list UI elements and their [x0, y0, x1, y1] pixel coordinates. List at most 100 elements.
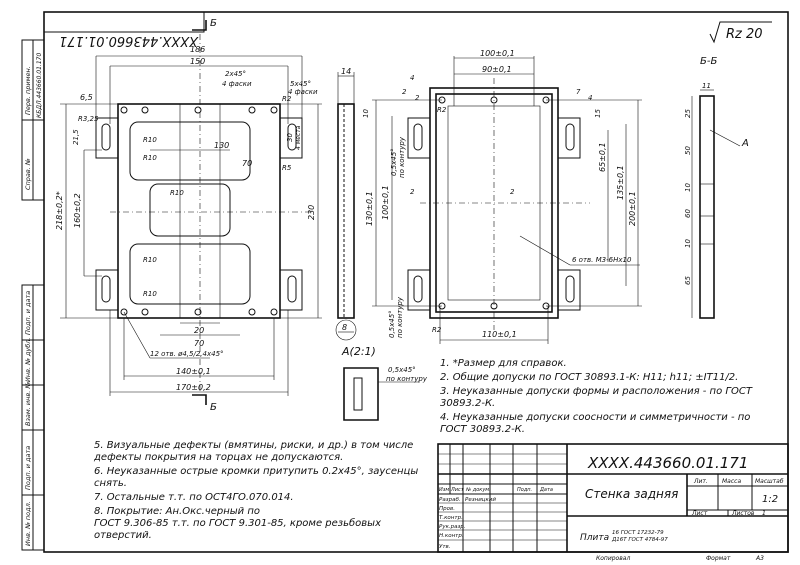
dim-r2: R2 [282, 95, 292, 103]
vzam-inv-label: Взам. инв. № [24, 382, 32, 426]
tb-h-data: Дата [539, 487, 553, 493]
dim-70: 70 [242, 159, 252, 168]
dim-r10-e: R10 [143, 290, 157, 298]
dim-chamfer-2x45: 2х45° [225, 70, 246, 78]
rear-dim-chamfer-a: 0,5х45° [390, 148, 398, 176]
sec-dim-11: 11 [702, 82, 711, 90]
note-2: 2. Общие допуски по ГОСТ 30893.1-К: Н11;… [440, 371, 738, 383]
detail-chamfer-note: по контуру [386, 375, 428, 383]
note-6b: снять. [94, 478, 127, 489]
dim-70b: 70 [194, 339, 204, 348]
rear-dim-135: 135±0,1 [616, 165, 625, 200]
side-view: 14 8 [335, 67, 357, 341]
note-4: 4. Неуказанные допуски соосности и симме… [440, 412, 750, 423]
tb-listov: Листов [731, 510, 755, 517]
rear-dim-2c: 2 [410, 188, 415, 196]
dim-chamfer-5x45: 5х45° [290, 80, 311, 88]
tb-nkontr: Н.контр. [439, 533, 464, 539]
rear-dim-200: 200±0,1 [628, 191, 637, 226]
tb-scale: 1:2 [762, 494, 778, 505]
tb-format-val: А3 [755, 555, 764, 562]
sec-dim-25: 25 [684, 109, 692, 118]
top-stamp: XXXX.443660.01.171 [43, 11, 205, 48]
tb-kopiroval: Копировал [596, 555, 630, 562]
dim-21-5: 21,5 [72, 129, 80, 145]
dim-chamfer-2x45-note: 4 фаски [222, 80, 252, 88]
note-3: 3. Неуказанные допуски формы и расположе… [440, 386, 753, 397]
title-block: XXXX.443660.01.171 Стенка задняя Плита 1… [437, 443, 789, 562]
note-4b: ГОСТ 30893.2-К. [440, 424, 525, 435]
tb-massa: Масса [722, 478, 741, 485]
front-view: 186 150 2х45° 4 фаски 5х45° 4 фаски R2 6… [55, 45, 322, 396]
rear-dim-110: 110±0,1 [482, 330, 517, 339]
rear-dim-90: 90±0,1 [482, 65, 512, 74]
tb-tkontr: Т.контр. [439, 515, 463, 521]
section-ref-a: А [741, 138, 749, 149]
tb-utv: Утв. [439, 544, 451, 550]
rear-dim-100v: 100±0,1 [381, 185, 390, 220]
section-view: Б-Б А 11 25 50 10 60 10 65 [684, 56, 749, 319]
dim-170: 170±0,2 [176, 383, 211, 392]
top-stamp-designation: XXXX.443660.01.171 [59, 33, 199, 48]
tb-h-podp: Подп. [517, 487, 532, 493]
dim-186: 186 [190, 45, 205, 54]
note-7: 7. Остальные т.т. по ОСТ4ГО.070.014. [94, 492, 294, 503]
note-8: 8. Покрытие: Ан.Окс.черный по [94, 506, 260, 517]
podp-data-label-1: Подп. и дата [24, 291, 32, 335]
sec-dim-65: 65 [684, 276, 692, 285]
rear-dim-threads: 6 отв. М3-6Нх10 [572, 256, 632, 264]
tb-h-izm: Изм [439, 487, 449, 493]
dim-150: 150 [190, 57, 205, 66]
dim-6-5: 6,5 [80, 93, 93, 102]
side-dim-14: 14 [341, 67, 351, 76]
section-mark-bottom: Б [210, 402, 217, 413]
section-marks: Б Б [192, 18, 217, 413]
detail-chamfer: 0,5х45° [388, 366, 416, 374]
notes-block-2: 5. Визуальные дефекты (вмятины, риски, и… [93, 440, 418, 541]
inv-podl-label: Инв. № подл. [24, 501, 32, 546]
left-strip: Перв. примен. КБДЛ.443660.01.170 Справ. … [21, 39, 45, 551]
rear-dim-r2: R2 [437, 106, 447, 114]
dim-holes: 12 отв. ø4,5/2,4х45° [150, 350, 224, 358]
tb-material-c: Д16Т ГОСТ 4784-97 [611, 537, 668, 543]
sec-dim-50: 50 [684, 146, 692, 155]
note-8c: отверстий. [94, 530, 152, 541]
rear-view: 100±0,1 90±0,1 4 7 2 2 R2 4 10 15 0,5х45… [362, 49, 642, 344]
rear-dim-65: 65±0,1 [598, 142, 607, 172]
dim-chamfer-5x45-note: 4 фаски [288, 88, 318, 96]
perv-primen-code: КБДЛ.443660.01.170 [36, 53, 43, 118]
tb-designation: XXXX.443660.01.171 [587, 454, 748, 472]
dim-30-note: 4 места [295, 125, 302, 150]
tb-razrab: Разраб. [439, 497, 461, 503]
rear-dim-2d: 2 [510, 188, 515, 196]
note-8b: ГОСТ 9.306-85 т.т. по ГОСТ 9.301-85, кро… [94, 517, 381, 529]
rear-dim-10: 10 [362, 109, 370, 118]
tb-lit: Лит. [693, 478, 708, 485]
rear-dim-chamfer-b-note: по контуру [396, 296, 404, 338]
dim-140: 140±0,1 [176, 367, 211, 376]
tb-listov-val: 1 [762, 510, 766, 517]
rear-dim-4: 4 [410, 74, 414, 82]
sec-dim-10b: 10 [684, 239, 692, 248]
rear-dim-4b: 4 [588, 94, 592, 102]
dim-30: 30 [286, 133, 294, 142]
rear-dim-chamfer-a-note: по контуру [398, 136, 406, 178]
tb-material-a: Плита [580, 533, 609, 543]
dim-r3-25: R3,25 [78, 115, 99, 123]
note-5: 5. Визуальные дефекты (вмятины, риски, и… [94, 440, 413, 451]
tb-list: Лист [691, 510, 708, 517]
dim-r10-a: R10 [143, 136, 157, 144]
tb-format: Формат [706, 555, 731, 562]
rear-dim-chamfer-b: 0,5х45° [388, 310, 396, 338]
perv-primen-label: Перв. примен. [24, 66, 32, 115]
dim-r5: R5 [282, 164, 292, 172]
tb-razrab-name: Резницкий [465, 497, 496, 503]
note-1: 1. *Размер для справок. [440, 358, 567, 369]
tb-prov: Пров. [439, 506, 455, 512]
detail-label: А(2:1) [341, 345, 376, 358]
notes-block: 1. *Размер для справок. 2. Общие допуски… [440, 358, 753, 435]
tb-rukrazr: Рук.разр. [439, 524, 466, 530]
note-5b: дефекты покрытия на торцах не допускаютс… [93, 452, 343, 463]
side-dim-8: 8 [342, 323, 347, 332]
rear-dim-2b: 2 [415, 94, 420, 102]
